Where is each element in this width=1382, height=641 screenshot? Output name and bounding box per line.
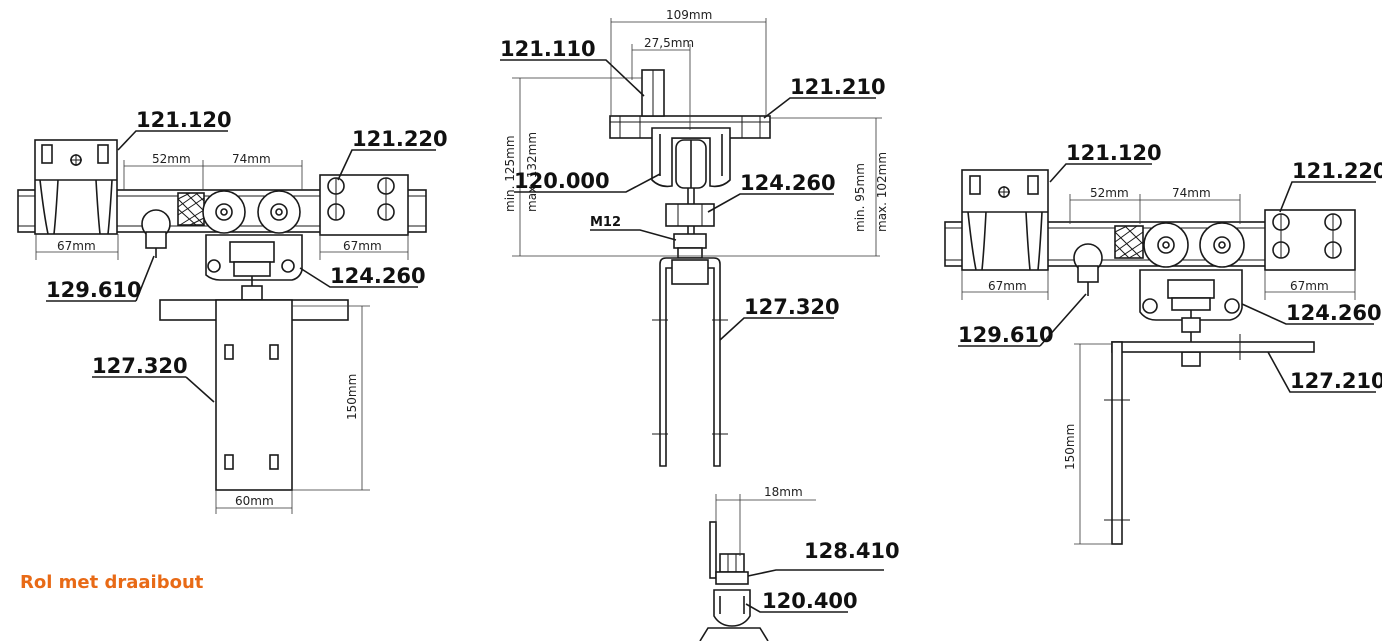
label-121120-left: 121.120 <box>136 108 232 132</box>
dim-min95: min. 95mm <box>853 163 867 232</box>
label-120400: 120.400 <box>762 589 858 613</box>
dim-max102: max. 102mm <box>875 152 889 232</box>
dim-74-left: 74mm <box>232 152 271 166</box>
label-124260-right: 124.260 <box>1286 301 1382 325</box>
label-121210: 121.210 <box>790 75 886 99</box>
label-121220-left: 121.220 <box>352 127 448 151</box>
label-127320-left: 127.320 <box>92 354 188 378</box>
label-121110: 121.110 <box>500 37 596 61</box>
dim-67a-left: 67mm <box>57 239 96 253</box>
label-m12: M12 <box>590 215 621 230</box>
dim-74-right: 74mm <box>1172 186 1211 200</box>
dim-67b-right: 67mm <box>1290 279 1329 293</box>
caption-title: Rol met draaibout <box>20 572 204 593</box>
dim-150-right: 150mm <box>1063 424 1077 470</box>
center-view: 109mm 27,5mm min. 125mm max. 132mm min. … <box>500 8 889 467</box>
label-128410: 128.410 <box>804 539 900 563</box>
label-127320-center: 127.320 <box>744 295 840 319</box>
label-121220-right: 121.220 <box>1292 159 1382 183</box>
left-view: 52mm 74mm 67mm 67mm 150mm 60mm 121.120 1… <box>17 108 448 514</box>
label-127210-right: 127.210 <box>1290 369 1382 393</box>
label-129610-left: 129.610 <box>46 278 142 302</box>
dim-67b-left: 67mm <box>343 239 382 253</box>
label-129610-right: 129.610 <box>958 323 1054 347</box>
right-view: 52mm 74mm 67mm 67mm 150mm 121.120 121.22… <box>944 141 1382 545</box>
dim-52-right: 52mm <box>1090 186 1129 200</box>
dim-150-left: 150mm <box>345 374 359 420</box>
dim-60-left: 60mm <box>235 494 274 508</box>
dim-18: 18mm <box>764 485 803 499</box>
dim-109: 109mm <box>666 8 712 22</box>
label-121120-right: 121.120 <box>1066 141 1162 165</box>
bottom-view: 18mm 128.410 120.400 <box>699 485 900 641</box>
label-120000: 120.000 <box>514 169 610 193</box>
dim-67a-right: 67mm <box>988 279 1027 293</box>
dim-52-left: 52mm <box>152 152 191 166</box>
dim-min125: min. 125mm <box>503 135 517 212</box>
label-124260-center: 124.260 <box>740 171 836 195</box>
label-124260-left: 124.260 <box>330 264 426 288</box>
dim-27: 27,5mm <box>644 36 694 50</box>
